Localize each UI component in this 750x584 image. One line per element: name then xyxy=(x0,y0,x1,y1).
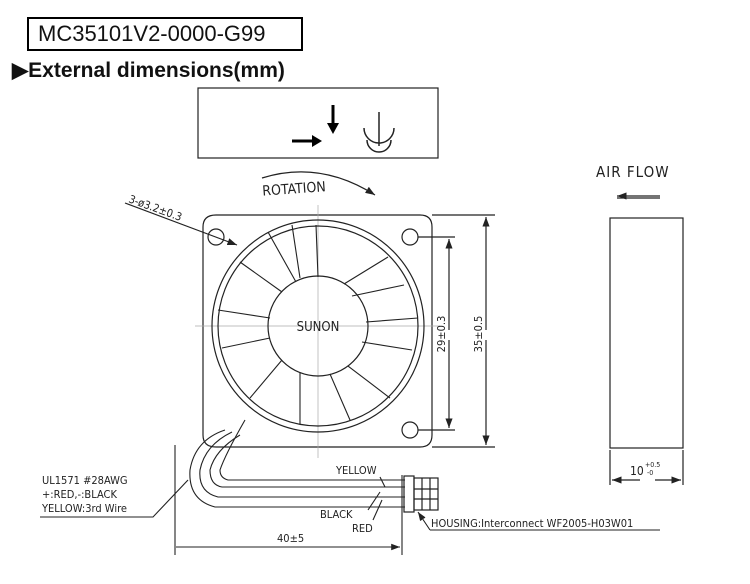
fan-side-view xyxy=(609,192,684,485)
wire-spec-line: YELLOW:3rd Wire xyxy=(41,502,127,515)
mount-hole xyxy=(401,228,419,246)
model-number: MC35101V2-0000-G99 xyxy=(38,21,266,46)
airflow-direction-arrow-icon xyxy=(292,135,322,147)
lead-length-dimension: 40±5 xyxy=(277,532,304,545)
mount-hole xyxy=(401,421,419,439)
connector-housing xyxy=(403,475,439,513)
wire-red-label: RED xyxy=(352,522,373,535)
wire-spec-line: UL1571 #28AWG xyxy=(42,474,128,487)
rotation-symbol-icon xyxy=(363,112,395,153)
fan-front-view xyxy=(124,171,495,458)
wire-yellow-label: YELLOW xyxy=(335,464,377,477)
hole-pitch-dimension: 29±0.3 xyxy=(435,316,448,353)
wire-spec-notes: UL1571 #28AWG +:RED,-:BLACK YELLOW:3rd W… xyxy=(41,474,131,515)
model-number-box: MC35101V2-0000-G99 xyxy=(27,17,303,51)
outer-dimension: 35±0.5 xyxy=(472,316,485,353)
rotation-label: ROTATION xyxy=(262,179,326,199)
mount-hole xyxy=(207,228,225,246)
thickness-dimension: 10 xyxy=(630,464,644,478)
thickness-tol-upper: +0.5 xyxy=(645,461,660,469)
hole-callout: 3-ø3.2±0.3 xyxy=(127,193,184,224)
housing-callout: HOUSING:Interconnect WF2005-H03W01 xyxy=(431,517,633,530)
play-marker-icon: ▶ xyxy=(12,59,29,82)
wire-black-label: BLACK xyxy=(320,508,353,521)
hub-label: SUNON xyxy=(297,320,340,335)
wire-spec-line: +:RED,-:BLACK xyxy=(42,488,117,501)
label-symbol-box xyxy=(197,87,439,159)
rotation-direction-arrow-icon xyxy=(327,105,339,134)
section-heading: ▶External dimensions(mm) xyxy=(12,58,285,83)
lead-wires xyxy=(40,419,660,555)
airflow-label: AIR FLOW xyxy=(596,163,670,181)
section-heading-text: External dimensions(mm) xyxy=(28,59,285,82)
thickness-tol-lower: -0 xyxy=(647,469,653,477)
